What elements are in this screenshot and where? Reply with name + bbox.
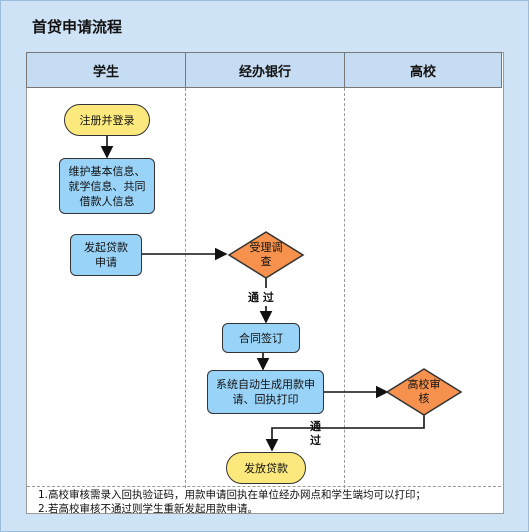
diagram-title: 首贷申请流程	[32, 18, 123, 36]
node-review: 受理调查	[249, 241, 283, 268]
node-disburse: 发放贷款	[226, 452, 306, 484]
node-maintain-info: 维护基本信息、就学信息、共同借款人信息	[59, 158, 155, 214]
lane-divider-2	[344, 88, 345, 488]
label-pass-school-1: 通	[310, 420, 321, 433]
notes: 1.高校审核需录入回执验证码，用款申请回执在单位经办网点和学生端均可以打印； 2…	[38, 488, 498, 516]
node-sign-contract: 合同签订	[222, 323, 300, 353]
notes-divider	[27, 486, 501, 487]
lane-divider-1	[185, 88, 186, 488]
node-apply-loan: 发起贷款申请	[70, 234, 142, 276]
label-pass-school-2: 过	[310, 434, 321, 447]
node-register: 注册并登录	[64, 104, 150, 136]
node-generate-request: 系统自动生成用款申请、回执打印	[207, 370, 324, 414]
lane-header-university: 高校	[344, 52, 502, 88]
node-school-review: 高校审核	[407, 378, 441, 405]
note-1: 1.高校审核需录入回执验证码，用款申请回执在单位经办网点和学生端均可以打印；	[38, 489, 427, 501]
note-2: 2.若高校审核不通过则学生重新发起用款申请。	[38, 503, 259, 515]
lane-header-bank: 经办银行	[185, 52, 345, 88]
label-pass-review: 通 过	[248, 291, 274, 304]
decision-school-shape	[385, 368, 463, 416]
decision-review-shape	[227, 231, 305, 279]
arrow-school-disburse	[265, 415, 425, 452]
